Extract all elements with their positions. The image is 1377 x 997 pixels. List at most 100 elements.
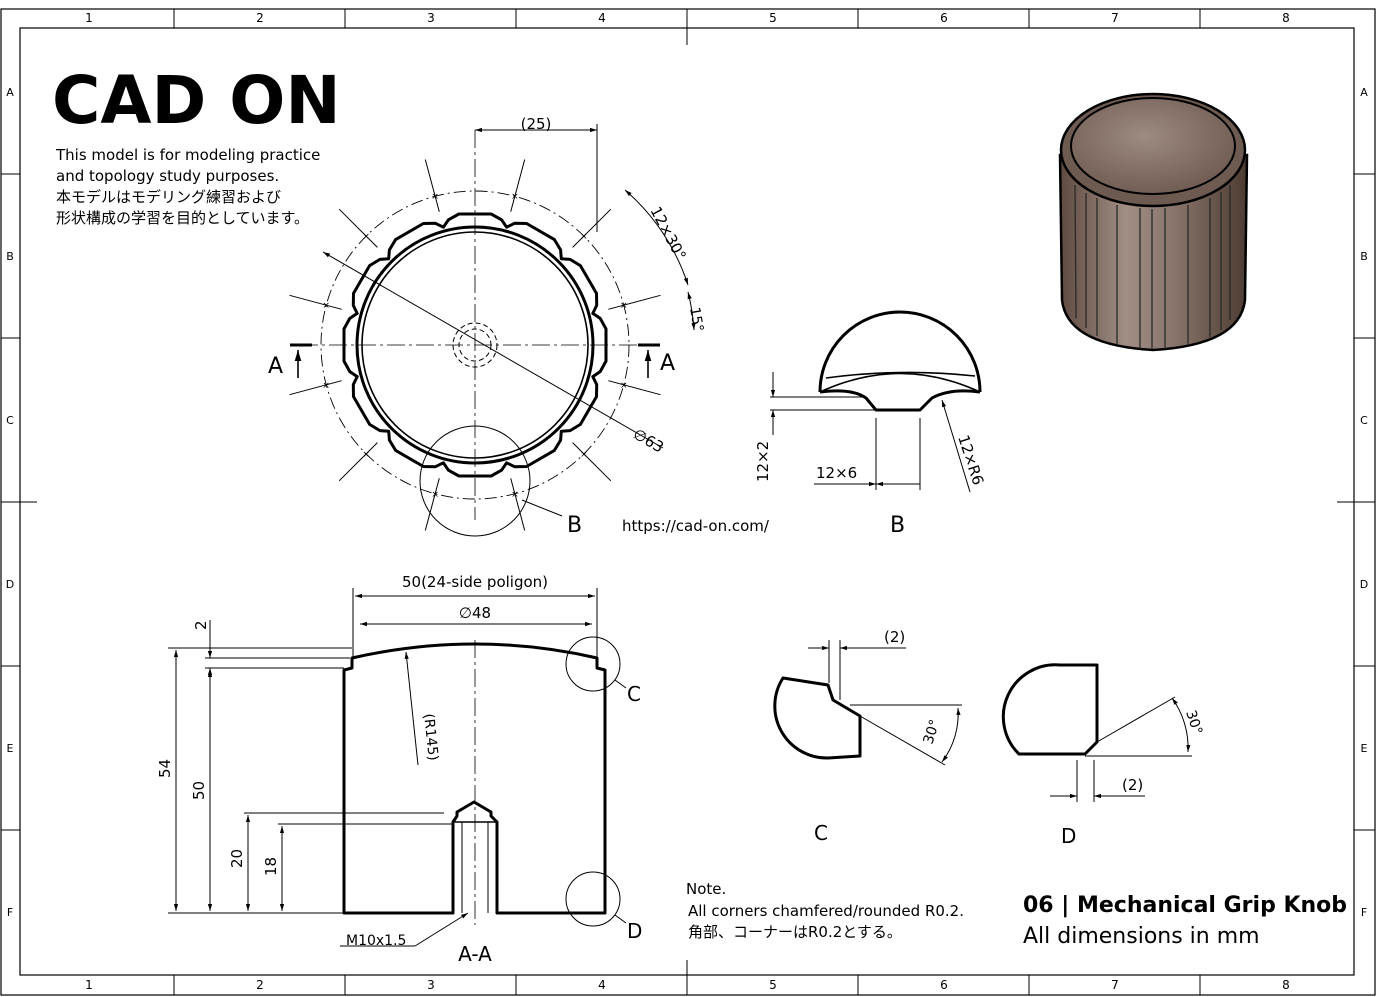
knob-top-face: [1070, 97, 1236, 195]
pitch-marker: ×: [362, 450, 370, 460]
pitch-marker: ×: [580, 450, 588, 460]
website-url[interactable]: https://cad-on.com/: [622, 517, 770, 535]
col-label-5: 5: [769, 11, 777, 25]
col-label-3: 3: [427, 11, 435, 25]
radial-guide-line: [424, 159, 440, 212]
intro-line-2: and topology study purposes.: [56, 167, 279, 185]
detail-d-circle: [565, 871, 621, 927]
detail-b-face-curve: [819, 372, 981, 393]
row-label-a: A: [6, 86, 14, 99]
detail-d-view: 30° (2) D: [1001, 663, 1205, 848]
intro-line-1: This model is for modeling practice: [55, 146, 320, 164]
detail-c-ref: C: [627, 682, 641, 706]
diameter-63-leader: [322, 251, 664, 449]
detail-d-ref: D: [627, 919, 642, 943]
pitch-marker: ×: [362, 232, 370, 242]
detail-c-leader: [614, 679, 627, 689]
knurled-outline: [342, 212, 608, 478]
row-label-c: C: [6, 414, 14, 427]
radial-guide-line: [289, 380, 342, 396]
dim-r145: (R145): [420, 713, 441, 762]
detail-c-title: C: [814, 821, 828, 845]
dim-18: 18: [262, 857, 280, 876]
angle-d-leg: [1096, 696, 1176, 743]
dim-50: 50(24-side poligon): [402, 573, 548, 591]
angle-c-arc: [941, 707, 961, 763]
radial-guide-line: [424, 478, 440, 531]
detail-b-leader: [521, 499, 563, 517]
radial-guide-line: [572, 442, 612, 482]
detail-b-inner-curve: [825, 371, 976, 379]
detail-b-groove: [819, 389, 981, 412]
intro-line-4: 形状構成の学習を目的としています。: [56, 209, 309, 227]
angle-12x30-arc: [624, 189, 689, 286]
detail-d-leader: [614, 914, 627, 924]
note-line-2: 角部、コーナーはR0.2とする。: [688, 923, 902, 941]
detail-b-circle: [419, 425, 531, 537]
pitch-marker: ×: [620, 301, 628, 311]
radial-guide-line: [608, 294, 661, 310]
detail-d-title: D: [1061, 824, 1076, 848]
row-label-d: D: [6, 578, 14, 591]
col-label-1: 1: [85, 11, 93, 25]
knob-side: [1058, 153, 1249, 352]
note-heading: Note.: [686, 880, 726, 898]
section-aa-view: 50(24-side poligon) ∅48 2 54 50 20 18 (R…: [156, 573, 642, 966]
dim-12x2: 12×2: [754, 441, 772, 482]
intro-line-3: 本モデルはモデリング練習および: [56, 188, 281, 206]
drawing-title: 06 | Mechanical Grip Knob: [1023, 893, 1347, 918]
radial-guide-line: [608, 380, 661, 396]
section-label-right: A: [660, 351, 675, 376]
detail-c-view: (2) 30° C: [773, 628, 962, 845]
dim-d2: (2): [1122, 776, 1143, 794]
knob-flutes: [1074, 184, 1231, 349]
radial-guide-line: [289, 294, 342, 310]
detail-c-profile: [773, 676, 862, 760]
radial-guide-line: [338, 442, 378, 482]
pitch-marker: ×: [431, 490, 439, 500]
dim-50v: 50: [190, 781, 208, 800]
col-label-8: 8: [1282, 11, 1290, 25]
grid-ticks: [1, 9, 1375, 995]
col-label-6: 6: [940, 11, 948, 25]
row-label-a-right: A: [1360, 86, 1368, 99]
dim-12x6: 12×6: [816, 464, 857, 482]
dim-54: 54: [156, 759, 174, 778]
section-label-left: A: [268, 354, 283, 379]
detail-b-title: B: [890, 513, 905, 538]
col-label-4-bottom: 4: [598, 978, 606, 992]
detail-b-ref: B: [567, 513, 582, 538]
col-label-5-bottom: 5: [769, 978, 777, 992]
drawing-subtitle: All dimensions in mm: [1023, 924, 1260, 949]
top-view: ×××××××××××× ∅63 (25) 12×30° 15° A A B: [268, 115, 706, 538]
pitch-marker: ×: [511, 490, 519, 500]
dim-12x30: 12×30°: [646, 203, 689, 263]
row-label-b: B: [6, 250, 14, 263]
grid-column-labels-bottom: 1 2 3 4 5 6 7 8: [85, 978, 1290, 992]
detail-c-circle: [565, 636, 621, 692]
row-label-f: F: [7, 906, 13, 919]
col-label-7-bottom: 7: [1111, 978, 1119, 992]
pitch-marker: ×: [322, 301, 330, 311]
col-label-4: 4: [598, 11, 606, 25]
col-label-2: 2: [256, 11, 264, 25]
thread-callout: M10x1.5: [346, 933, 406, 949]
radial-guide-line: [510, 159, 526, 212]
row-label-d-right: D: [1360, 578, 1368, 591]
dim-c2: (2): [884, 628, 905, 646]
section-aa-title: A-A: [458, 942, 492, 966]
radius-145-leader: [404, 651, 419, 766]
pitch-marker: ×: [511, 192, 519, 202]
radial-guide-lines: ××××××××××××: [289, 159, 661, 531]
dim-d30: 30°: [1182, 708, 1205, 737]
angle-d-arc: [1171, 697, 1191, 753]
logo-text: CAD ON: [52, 62, 341, 139]
col-label-3-bottom: 3: [427, 978, 435, 992]
pitch-marker: ×: [620, 381, 628, 391]
detail-d-profile: [1001, 663, 1099, 756]
pitch-marker: ×: [322, 381, 330, 391]
dim-25: (25): [521, 115, 552, 133]
dim-c30: 30°: [921, 718, 944, 747]
isometric-view: [1058, 92, 1249, 352]
